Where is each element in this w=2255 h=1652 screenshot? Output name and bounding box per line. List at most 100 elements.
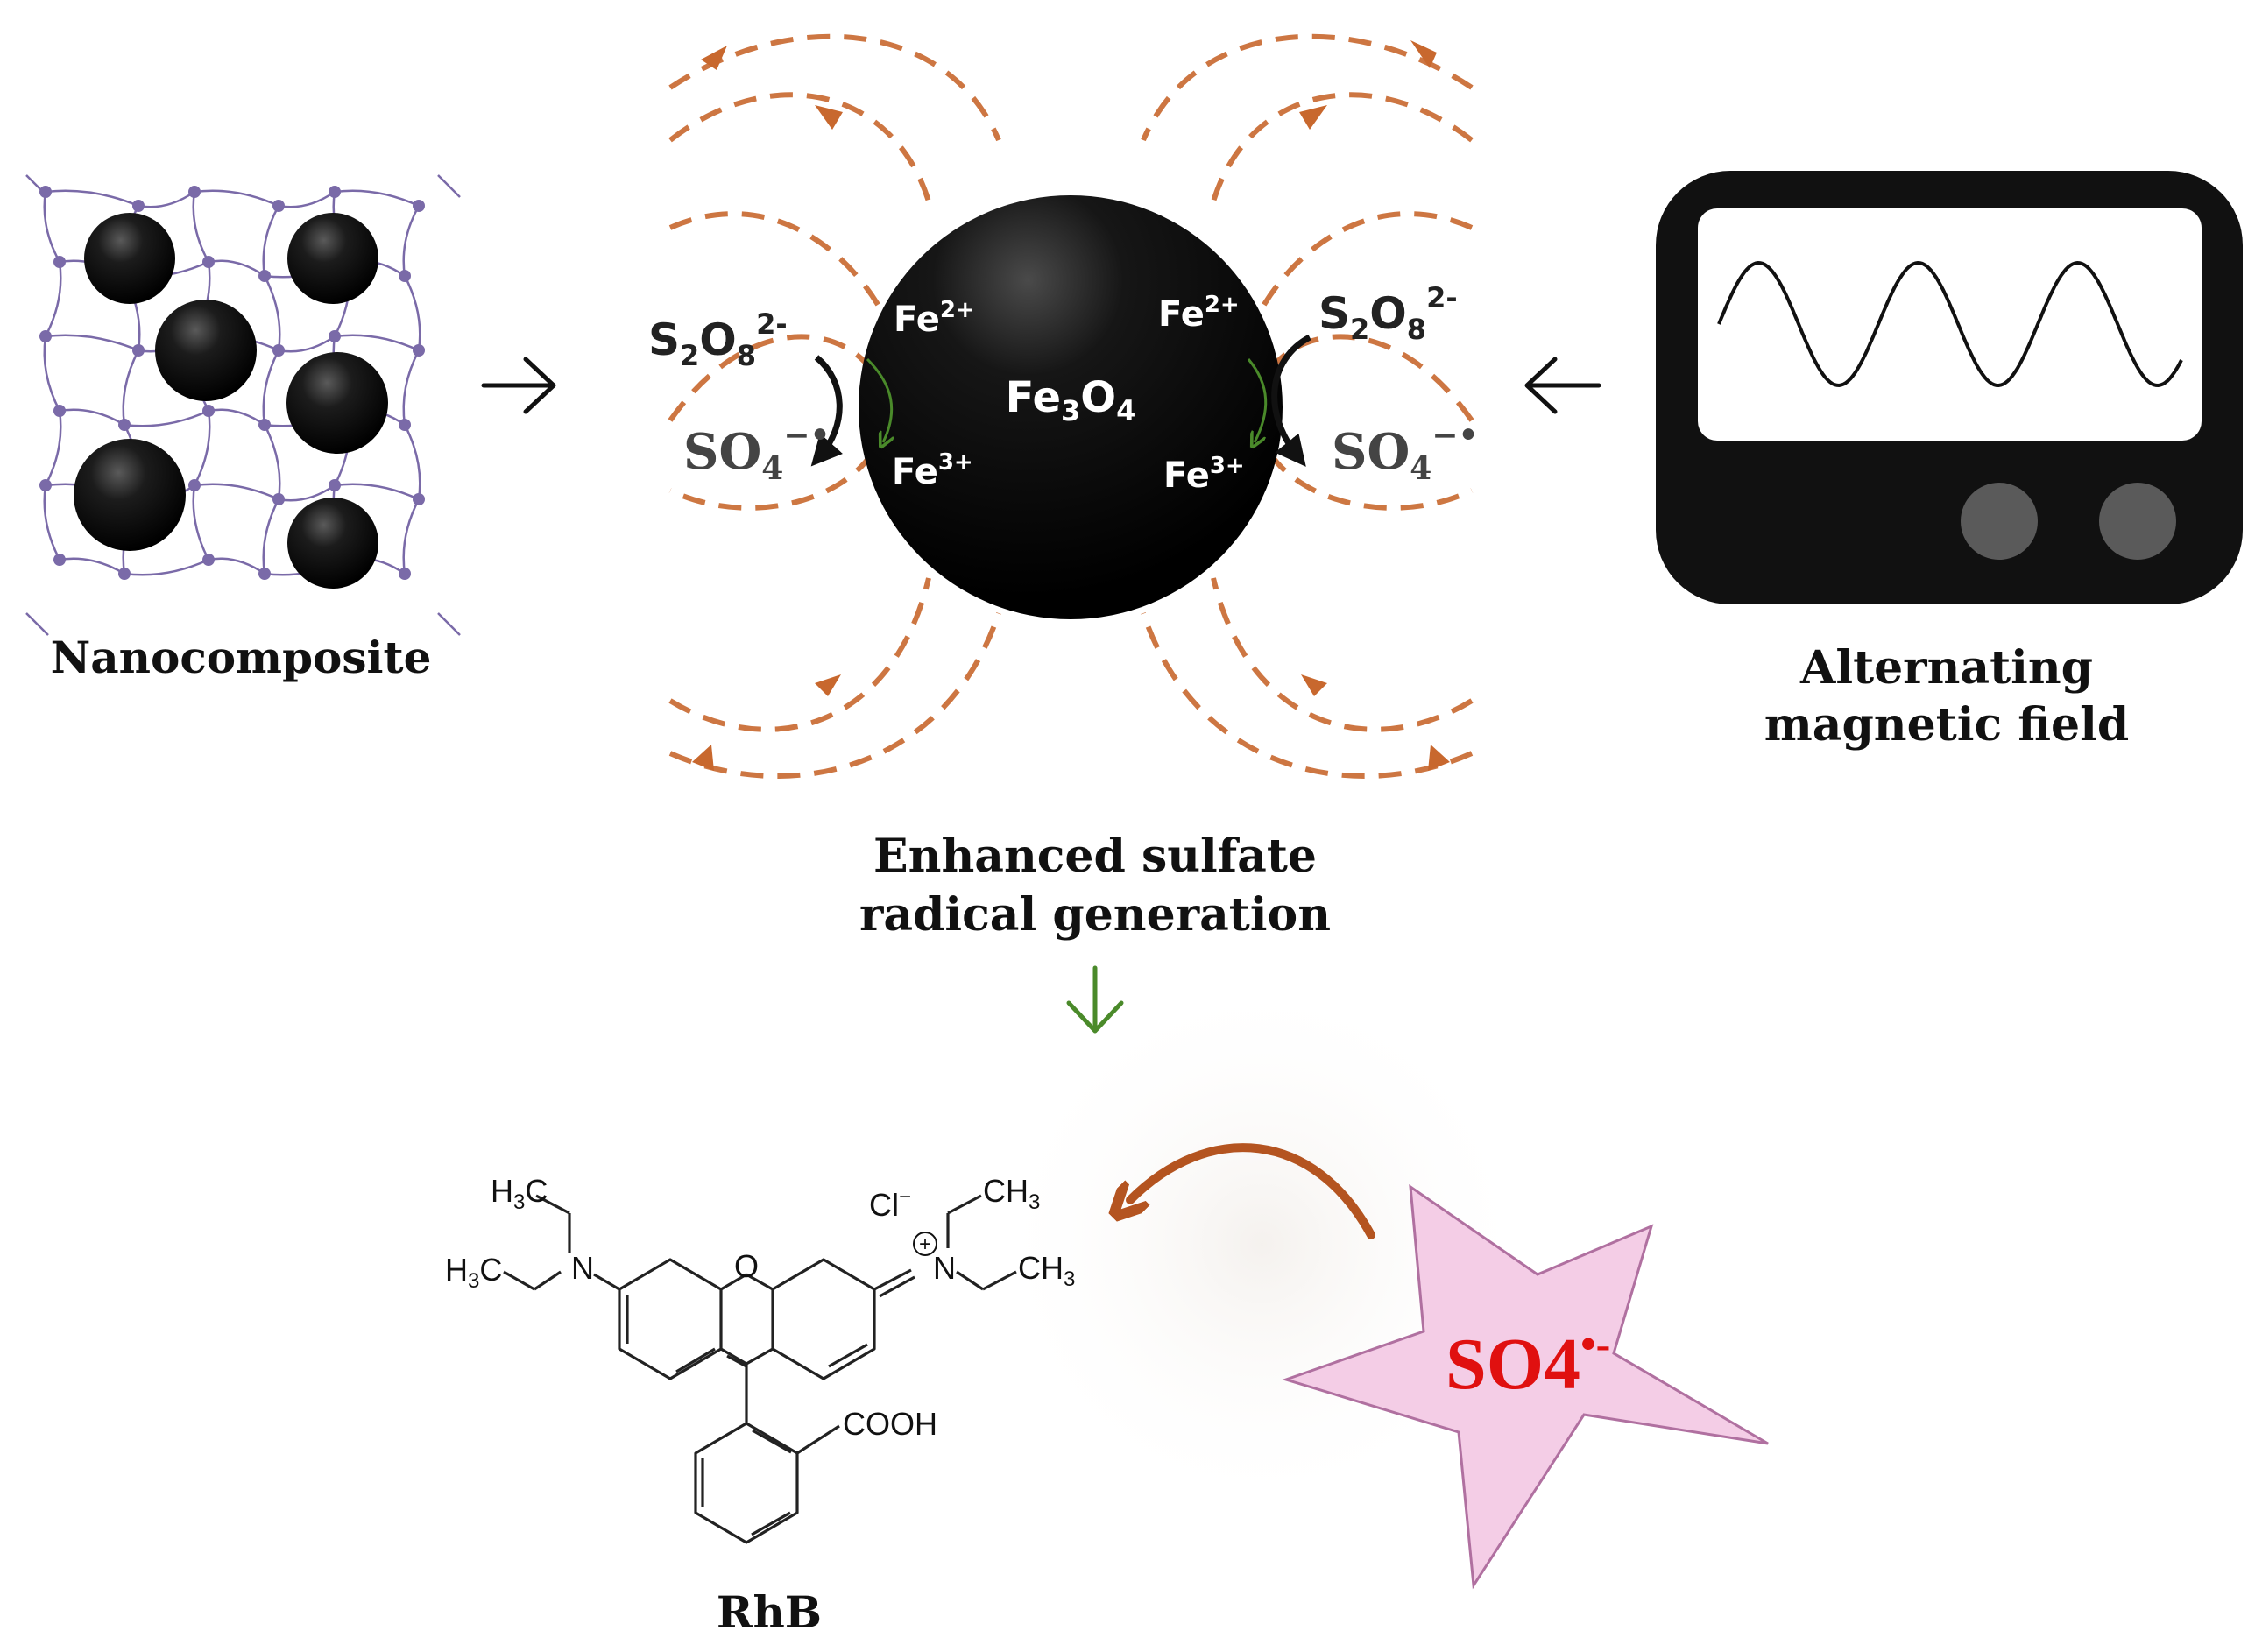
- nanoparticle: [74, 439, 186, 551]
- network-strand: [208, 259, 265, 278]
- persulfate-left-label: S2O82-: [648, 307, 788, 372]
- network-strand: [402, 498, 421, 575]
- network-strand: [278, 335, 336, 353]
- alternating-magnetic-field-generator-icon: [1656, 171, 2243, 604]
- network-strand: [208, 557, 265, 575]
- network-node: [329, 186, 341, 198]
- network-node: [118, 568, 131, 580]
- network-strand: [124, 409, 209, 427]
- network-strand: [262, 349, 280, 426]
- atom-label-ch3-top: CH3: [983, 1173, 1040, 1214]
- sulfate-radical-left-label: SO4−•: [683, 417, 830, 487]
- core-label: Fe3O4: [1006, 373, 1136, 427]
- polymer-network-nodes: [39, 186, 425, 580]
- enhanced-label-line1: Enhanced sulfate: [873, 830, 1317, 883]
- network-strand: [334, 189, 420, 208]
- amf-label-line1: Alternating: [1799, 641, 2093, 695]
- persulfate-conversion-arrow-right: [1271, 334, 1311, 467]
- network-strand: [138, 190, 195, 208]
- network-strand: [193, 410, 211, 486]
- nanoparticle: [287, 498, 378, 589]
- network-strand: [43, 484, 61, 561]
- network-node: [39, 330, 52, 342]
- attack-arrow: [1130, 1143, 1375, 1239]
- persulfate-right-label: S2O82-: [1318, 281, 1458, 346]
- positive-charge-circle: [913, 1232, 937, 1256]
- network-strand: [437, 612, 461, 636]
- device-knob: [2099, 483, 2176, 560]
- network-node: [202, 256, 215, 268]
- network-strand: [44, 261, 62, 337]
- green-redox-arrow-right: [1247, 358, 1268, 442]
- network-strand: [402, 349, 421, 426]
- sulfate-radical-star-icon: [1282, 1183, 1769, 1590]
- network-strand: [334, 334, 420, 352]
- network-node: [39, 479, 52, 491]
- network-strand: [192, 191, 210, 263]
- network-strand: [263, 275, 281, 351]
- amf-label-line2: magnetic field: [1764, 698, 2130, 752]
- network-strand: [437, 174, 461, 198]
- network-node: [132, 200, 145, 212]
- network-node: [202, 405, 215, 417]
- network-node: [202, 554, 215, 566]
- enhanced-label-line2: radical generation: [859, 888, 1331, 942]
- chloride-ion-label: Cl−: [869, 1185, 911, 1223]
- network-strand: [194, 483, 279, 501]
- network-strand: [334, 483, 420, 501]
- network-strand: [124, 558, 209, 576]
- network-strand: [44, 410, 62, 486]
- network-strand: [59, 408, 125, 427]
- fe2-left-label: Fe2+: [894, 297, 975, 340]
- atom-label-o-ring: O: [734, 1248, 759, 1284]
- rhodamine-b-structure: [503, 1194, 1017, 1544]
- atom-label-h3c-top: H3C: [491, 1173, 548, 1214]
- network-strand: [45, 334, 139, 352]
- atom-label-n-left: N: [571, 1250, 594, 1286]
- arrow-to-particle-icon: [481, 357, 556, 414]
- network-node: [272, 344, 285, 357]
- network-strand: [262, 498, 280, 575]
- network-strand: [208, 408, 265, 427]
- nanocomposite-network-icon: [25, 174, 461, 636]
- network-node: [329, 330, 341, 342]
- network-strand: [43, 335, 61, 412]
- field-direction-arrowheads: [692, 40, 1450, 771]
- network-node: [258, 419, 271, 431]
- network-strand: [45, 189, 139, 208]
- atom-label-n-right: N: [933, 1250, 956, 1286]
- star-radical-label: SO4•-: [1446, 1319, 1610, 1405]
- network-strand: [278, 190, 336, 208]
- fe3-right-label: Fe3+: [1163, 453, 1245, 496]
- network-strand: [402, 205, 421, 277]
- network-strand: [192, 484, 210, 561]
- fe3-left-label: Fe3+: [892, 449, 973, 492]
- network-node: [188, 186, 201, 198]
- atom-label-ch3-right: CH3: [1018, 1250, 1075, 1291]
- network-node: [399, 419, 411, 431]
- network-node: [53, 256, 66, 268]
- nanoparticle: [286, 352, 388, 454]
- network-node: [413, 200, 425, 212]
- positive-charge-sign: +: [919, 1232, 931, 1256]
- device-knob: [1961, 483, 2038, 560]
- network-node: [413, 344, 425, 357]
- network-node: [132, 344, 145, 357]
- network-node: [39, 186, 52, 198]
- nanocomposite-label: Nanocomposite: [51, 632, 432, 683]
- network-strand: [263, 424, 281, 500]
- network-node: [399, 568, 411, 580]
- network-strand: [25, 612, 49, 636]
- network-strand: [59, 557, 125, 575]
- nanoparticle: [287, 213, 378, 304]
- rhodamine-b-atom-labels: H3C H3C N O N + CH3 CH3 Cl− COOH: [445, 1173, 1075, 1442]
- rhb-label: RhB: [717, 1586, 822, 1638]
- network-node: [188, 479, 201, 491]
- network-node: [118, 419, 131, 431]
- network-node: [53, 554, 66, 566]
- network-strand: [403, 424, 421, 500]
- network-strand: [403, 275, 421, 351]
- atom-label-cooh: COOH: [843, 1406, 937, 1442]
- network-node: [272, 200, 285, 212]
- green-redox-arrow-left: [866, 357, 892, 442]
